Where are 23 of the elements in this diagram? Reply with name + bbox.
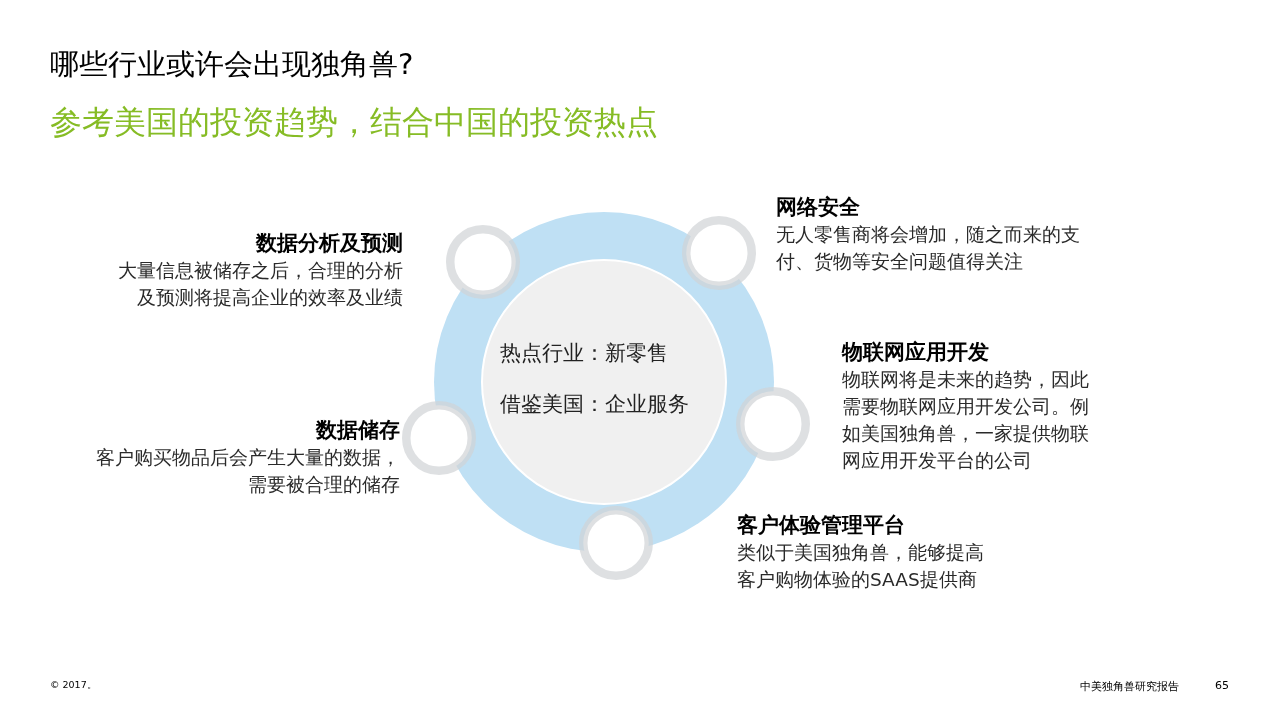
segment-description: 类似于美国独角兽，能够提高客户购物体验的SAAS提供商 [737, 541, 985, 592]
segment-description: 大量信息被储存之后，合理的分析及预测将提高企业的效率及业绩 [117, 259, 403, 310]
segment-description: 物联网将是未来的趋势，因此需要物联网应用开发公司。例如美国独角兽，一家提供物联网应用开发平台的公司 [842, 368, 1090, 473]
center-text: 热点行业：新零售 [500, 340, 668, 367]
segment-description: 无人零售商将会增加，随之而来的支付、货物等安全问题值得关注 [776, 223, 1081, 274]
report-title: 中美独角兽研究报告 [1080, 680, 1179, 694]
center-text: 借鉴美国：企业服务 [500, 391, 689, 418]
page-number: 65 [1215, 679, 1229, 693]
segment-heading: 数据分析及预测 [254, 230, 403, 257]
center-circle [481, 259, 727, 505]
copyright-note: © 2017。 [50, 679, 97, 691]
ring-icon [579, 506, 653, 580]
ring-icon [735, 387, 810, 461]
ring-icon [445, 224, 520, 299]
slide-title: 哪些行业或许会出现独角兽? [50, 46, 414, 82]
ring-icon [402, 401, 476, 475]
segment-heading: 网络安全 [776, 194, 861, 221]
ring-icon [682, 216, 756, 290]
segment-heading: 物联网应用开发 [842, 339, 990, 366]
slide-subtitle: 参考美国的投资趋势，结合中国的投资热点 [50, 103, 658, 141]
segment-heading: 客户体验管理平台 [737, 512, 906, 539]
segment-description: 客户购买物品后会产生大量的数据，需要被合理的储存 [95, 446, 400, 497]
segment-heading: 数据储存 [314, 417, 400, 444]
